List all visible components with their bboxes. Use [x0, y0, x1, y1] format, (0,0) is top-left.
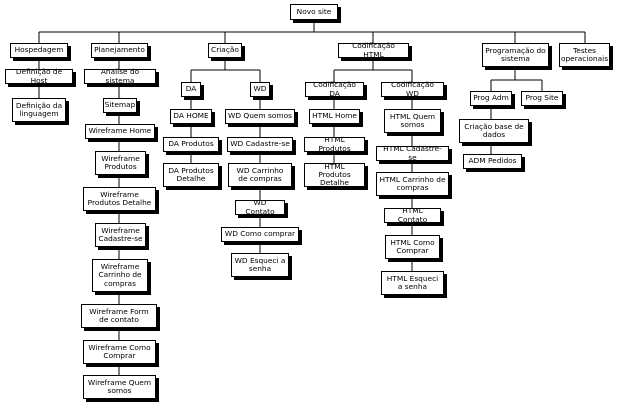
node-label: Codificação WD — [391, 80, 434, 98]
node-label: Hospedagem — [14, 45, 64, 55]
node-html-contato: HTML Contato — [384, 206, 441, 224]
node-definicao-da-linguagem: Definição da linguagem — [12, 98, 66, 122]
node-label: Wireframe Home — [88, 126, 152, 136]
node-label: HTML Contato — [397, 206, 428, 224]
node-codificacao-wd: Codificação WD — [381, 80, 444, 98]
node-label: Definição de Host — [15, 67, 63, 85]
node-label: ADM Pedidos — [468, 156, 517, 166]
node-wd-como-comprar: WD Como comprar — [221, 227, 299, 242]
node-sitemap: Sitemap — [103, 98, 137, 113]
node-codificacao-da: Codificação DA — [305, 80, 364, 98]
node-label: Analise do sistema — [100, 67, 140, 85]
node-label: Codificação HTML — [352, 41, 395, 59]
node-html-produtos: HTML Produtos — [304, 135, 365, 153]
node-definicao-de-host: Definição de Host — [5, 67, 73, 85]
node-label: WD Cadastre-se — [230, 139, 290, 149]
node-codificacao-html: Codificação HTML — [338, 41, 409, 59]
node-label: HTML Quem somos — [389, 111, 436, 129]
node-novo-site: Novo site — [290, 4, 338, 20]
node-wireframe-produtos: Wireframe Produtos — [95, 151, 146, 175]
node-prog-adm: Prog Adm — [470, 91, 512, 106]
node-da-produtos-detalhe: DA Produtos Detalhe — [163, 163, 219, 187]
node-wireframe-quem-somos: Wireframe Quem somos — [83, 375, 156, 399]
node-testes-operacionais: Testes operacionais — [559, 43, 610, 67]
node-da: DA — [181, 82, 201, 97]
node-label: Novo site — [296, 6, 332, 16]
node-planejamento: Planejamento — [91, 43, 148, 58]
node-wd-esqueci-a-senha: WD Esqueci a senha — [231, 253, 289, 277]
node-label: Planejamento — [94, 45, 145, 55]
node-label: WD Contato — [245, 198, 275, 216]
node-programacao-do-sistema: Programação do sistema — [482, 43, 549, 67]
node-html-cadastre-se: HTML Cadastre-se — [376, 144, 449, 162]
node-analise-do-sistema: Analise do sistema — [84, 67, 156, 85]
node-label: Codificação DA — [313, 80, 356, 98]
node-label: Testes operacionais — [560, 45, 609, 63]
node-da-home: DA HOME — [170, 109, 212, 124]
node-label: Sitemap — [104, 100, 136, 110]
node-label: Prog Site — [525, 93, 559, 103]
node-label: Prog Adm — [473, 93, 509, 103]
node-html-home: HTML Home — [309, 109, 360, 124]
node-label: WD — [253, 84, 267, 94]
node-html-produtos-detalhe: HTML Produtos Detalhe — [304, 161, 365, 188]
node-html-esqueci-a-senha: HTML Esqueci a senha — [381, 271, 444, 295]
node-label: Programação do sistema — [485, 45, 546, 63]
node-label: Wireframe Quem somos — [87, 377, 152, 395]
node-wd-quem-somos: WD Quem somos — [225, 109, 295, 124]
node-html-quem-somos: HTML Quem somos — [384, 109, 441, 133]
node-label: DA Produtos Detalhe — [168, 165, 214, 183]
node-wireframe-produtos-detalhe: Wireframe Produtos Detalhe — [83, 187, 156, 211]
node-label: WD Carrinho de compras — [236, 165, 284, 183]
node-wireframe-home: Wireframe Home — [85, 124, 155, 139]
node-label: DA HOME — [173, 111, 209, 121]
node-prog-site: Prog Site — [521, 91, 563, 106]
node-label: HTML Cadastre-se — [383, 144, 442, 162]
node-label: HTML Esqueci a senha — [386, 273, 439, 291]
node-wireframe-como-comprar: Wireframe Como Comprar — [83, 340, 156, 364]
node-hospedagem: Hospedagem — [10, 43, 68, 58]
node-html-carrinho-de-compras: HTML Carrinho de compras — [376, 172, 449, 196]
node-label: Wireframe Produtos — [101, 153, 140, 171]
node-criacao-base-de-dados: Criação base de dados — [459, 119, 529, 143]
node-label: Definição da linguagem — [15, 100, 63, 118]
node-label: Criação base de dados — [464, 121, 524, 139]
node-label: Wireframe Produtos Detalhe — [87, 189, 152, 207]
node-label: HTML Produtos Detalhe — [318, 161, 351, 188]
node-criacao: Criação — [208, 43, 242, 58]
node-wd-cadastre-se: WD Cadastre-se — [227, 137, 293, 152]
node-label: HTML Home — [312, 111, 357, 121]
node-label: Criação — [211, 45, 239, 55]
node-wd: WD — [250, 82, 270, 97]
node-label: Wireframe Cadastre-se — [98, 225, 143, 243]
node-wireframe-carrinho-de-compras: Wireframe Carrinho de compras — [92, 259, 148, 292]
node-adm-pedidos: ADM Pedidos — [463, 154, 522, 169]
node-da-produtos: DA Produtos — [163, 137, 219, 152]
node-label: WD Esqueci a senha — [234, 255, 286, 273]
node-label: Wireframe Como Comprar — [88, 342, 151, 360]
node-label: HTML Como Comprar — [390, 237, 435, 255]
node-label: DA Produtos — [168, 139, 214, 149]
node-label: DA — [185, 84, 197, 94]
node-label: WD Como comprar — [224, 229, 296, 239]
node-label: HTML Carrinho de compras — [379, 174, 446, 192]
node-label: Wireframe Form de contato — [89, 306, 149, 324]
node-wd-contato: WD Contato — [235, 198, 285, 216]
node-wd-carrinho-de-compras: WD Carrinho de compras — [228, 163, 292, 187]
node-label: HTML Produtos — [318, 135, 351, 153]
node-wireframe-cadastre-se: Wireframe Cadastre-se — [95, 223, 146, 247]
node-label: WD Quem somos — [228, 111, 292, 121]
node-label: Wireframe Carrinho de compras — [98, 262, 142, 288]
node-wireframe-form-de-contato: Wireframe Form de contato — [81, 304, 157, 328]
node-html-como-comprar: HTML Como Comprar — [385, 235, 440, 259]
